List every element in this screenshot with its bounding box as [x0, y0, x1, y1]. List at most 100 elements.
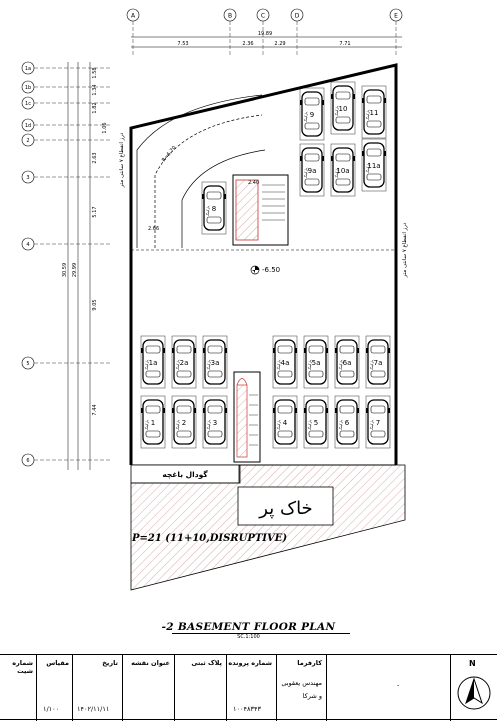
file-no-value: ۱۰۰۴۸۳۴۳	[233, 705, 261, 713]
level-marker: -6.50	[250, 265, 280, 275]
width-seg-4: 7.71	[339, 41, 350, 47]
drawing-scale: SC.1:100	[237, 634, 260, 640]
parking-spot-number: 2	[182, 419, 186, 427]
depth-seg-5: 2.63	[92, 152, 98, 163]
stair-core: 2.40	[232, 174, 289, 246]
grid-row-3: 3	[21, 170, 110, 184]
depth-seg-6: 5.17	[92, 206, 98, 217]
ramp-radius: R=6.70	[161, 145, 178, 163]
north-cell: N	[450, 655, 497, 721]
title-underline	[172, 633, 350, 634]
width-seg-1: 7.53	[177, 41, 188, 47]
grid-col-B: B	[223, 8, 237, 55]
parking-spot-number: 2a	[180, 359, 189, 367]
grid-row-1b: 1b	[21, 80, 110, 94]
sheet-cell: شماره شیت	[0, 655, 36, 721]
svg-text:2: 2	[26, 138, 29, 144]
parking-spot-number: 5a	[312, 359, 321, 367]
map-title-cell: عنوان نقشه	[122, 655, 174, 721]
date-cell: تاریخ ۱۴۰۲/۱۱/۱۱	[72, 655, 122, 721]
svg-text:5: 5	[26, 361, 29, 367]
level-label: -6.50	[262, 266, 280, 274]
soil-zone: خاک پر	[130, 464, 406, 591]
svg-text:1c: 1c	[25, 101, 31, 107]
width-seg-2: 2.36	[242, 41, 253, 47]
svg-text:پارکینگ: پارکینگ	[365, 163, 370, 174]
svg-text:B: B	[228, 13, 232, 20]
svg-text:C: C	[261, 13, 265, 20]
grid-row-1c: 1c	[21, 96, 110, 110]
parking-spot-number: 6a	[343, 359, 352, 367]
sheet-value: -	[397, 681, 400, 689]
ramp-dim: 2.66	[148, 226, 159, 232]
svg-text:پارکینگ: پارکینگ	[369, 360, 374, 371]
parking-spot-number: 8	[212, 205, 216, 213]
grid-col-A: A	[126, 8, 140, 55]
employer-cell: کارفرما مهندس یعقوبی و شرکا	[276, 655, 326, 721]
parking-spot-number: 7a	[374, 359, 383, 367]
depth-seg-4: 1.06	[102, 122, 108, 133]
grid-row-5: 5	[21, 356, 110, 370]
svg-text:پارکینگ: پارکینگ	[334, 168, 339, 179]
overall-depth-label: 30.59	[62, 263, 68, 277]
file-no-label: شماره پرونده	[228, 659, 272, 667]
svg-text:پارکینگ: پارکینگ	[338, 360, 343, 371]
date-label: تاریخ	[102, 659, 118, 667]
scale-value: ۱/۱۰۰	[43, 705, 60, 713]
svg-text:پارکینگ: پارکینگ	[175, 420, 180, 431]
parking-spot-number: 1	[151, 419, 155, 427]
grid-row-1d: 1d	[21, 118, 110, 132]
parking-spot-number: 3a	[211, 359, 220, 367]
depth-seg-7: 9.05	[92, 299, 98, 310]
left-dimensions: 30.59 29.99 1.58 1.34 1.82 1.06 2.63 5.1…	[62, 62, 108, 470]
svg-text:A: A	[131, 13, 136, 20]
grid-row-2: 2	[21, 133, 110, 147]
svg-text:پارکینگ: پارکینگ	[144, 360, 149, 371]
title-block: شماره شیت مقیاس ۱/۱۰۰ تاریخ ۱۴۰۲/۱۱/۱۱ ع…	[0, 654, 497, 721]
parking-spot-number: 4a	[281, 359, 290, 367]
employer-label: کارفرما	[297, 659, 322, 667]
scale-label: مقیاس	[46, 659, 69, 667]
width-seg-3: 2.29	[274, 41, 285, 47]
svg-text:پارکینگ: پارکینگ	[334, 106, 339, 117]
parking-note: P=21 (11+10,DISRUPTIVE)	[131, 533, 287, 544]
svg-text:پارکینگ: پارکینگ	[338, 420, 343, 431]
scale-cell: مقیاس ۱/۱۰۰	[36, 655, 72, 721]
plate-cell: پلاک ثبتی	[174, 655, 226, 721]
north-arrow-icon	[457, 676, 491, 710]
svg-text:1b: 1b	[25, 85, 31, 91]
svg-text:D: D	[295, 13, 300, 20]
employer-value: مهندس یعقوبی و شرکا	[281, 679, 322, 700]
setback-label-right: درز انقطاع ۷ سانتی متر	[402, 222, 408, 278]
sheet-label: شماره شیت	[12, 659, 33, 675]
overall-width-label: 19.89	[258, 31, 272, 37]
svg-text:6: 6	[26, 458, 29, 464]
svg-text:1d: 1d	[25, 123, 31, 129]
grid-row-1a: 1a	[21, 61, 110, 75]
grid-col-C: C	[256, 8, 270, 55]
top-dimensions: 19.89 7.53 2.36 2.29 7.71	[131, 31, 402, 48]
parking-spot-number: 7	[376, 419, 380, 427]
lower-stair	[233, 371, 261, 463]
svg-text:پارکینگ: پارکینگ	[303, 112, 308, 123]
svg-text:پارکینگ: پارکینگ	[276, 360, 281, 371]
